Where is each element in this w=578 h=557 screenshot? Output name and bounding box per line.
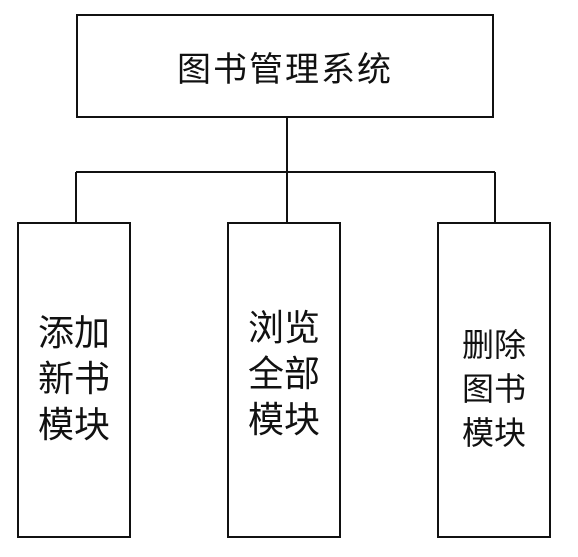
- label-line: 添加: [37, 313, 110, 354]
- label-line: 模块: [37, 405, 110, 446]
- label-line: 全部: [247, 354, 320, 395]
- child-node-delete-book: 删除 图书 模块: [437, 222, 551, 538]
- label-line: 新书: [37, 359, 110, 400]
- child-node-label: 添加 新书 模块: [34, 311, 114, 449]
- root-node-label: 图书管理系统: [177, 49, 393, 90]
- child-node-label: 删除 图书 模块: [454, 323, 534, 455]
- child-node-browse-all: 浏览 全部 模块: [227, 222, 341, 538]
- label-line: 模块: [247, 400, 320, 441]
- child-node-add-book: 添加 新书 模块: [17, 222, 131, 538]
- child-node-label: 浏览 全部 模块: [244, 306, 324, 444]
- label-line: 图书: [461, 370, 526, 408]
- root-node-box: 图书管理系统: [76, 14, 494, 118]
- label-line: 删除: [461, 326, 526, 364]
- label-line: 浏览: [247, 308, 320, 349]
- label-line: 模块: [461, 414, 526, 452]
